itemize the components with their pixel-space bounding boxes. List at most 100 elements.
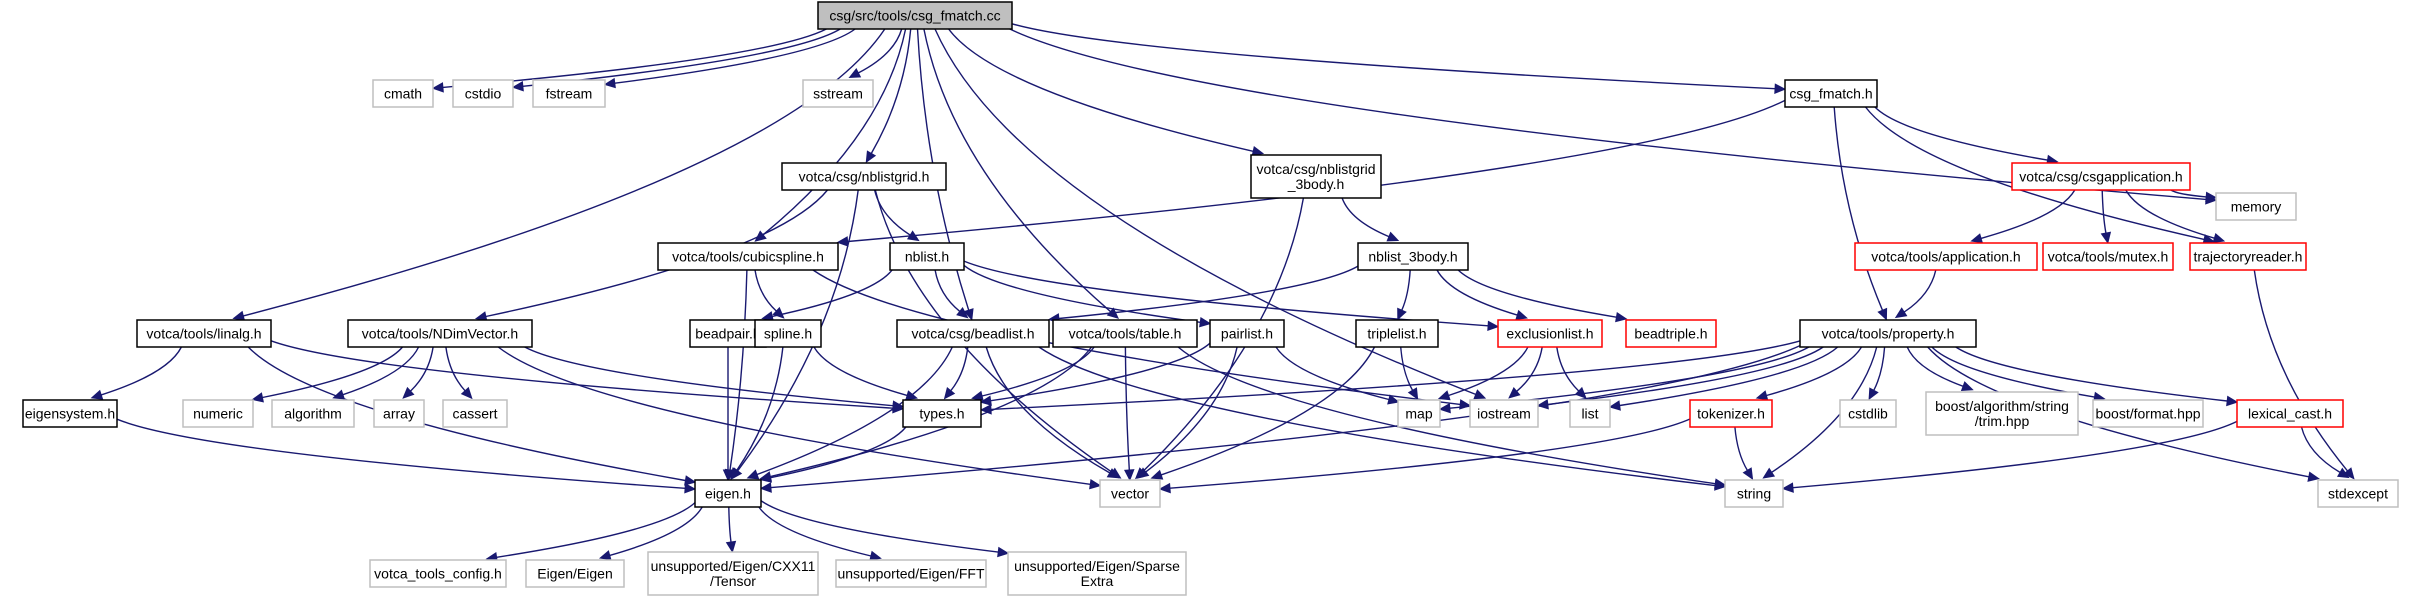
node-map: map [1397,399,1441,428]
arrowhead-csgapp-to-memory [2205,191,2218,203]
arrowhead-property-to-stdexcept [2307,471,2320,482]
edge-root-to-fstream [614,28,856,84]
arrowhead-nblistgrid-to-nblist [906,230,920,242]
node-box-mutex [2042,242,2174,271]
arrowhead-table-to-string [1714,478,1727,489]
arrowhead-root-to-nblistgrid [865,150,877,164]
node-nblistgrid[interactable]: votca/csg/nblistgrid.h [781,162,947,191]
node-csgapp[interactable]: votca/csg/csgapplication.h [2011,162,2191,191]
arrowhead-pairlist-to-types [979,395,992,406]
node-label-pairlist: pairlist.h [1221,326,1273,342]
node-sstream: sstream [802,79,874,108]
node-cubicspline[interactable]: votca/tools/cubicspline.h [657,242,839,271]
node-csg_fmatch_h[interactable]: csg_fmatch.h [1784,79,1878,108]
node-tokenizer[interactable]: tokenizer.h [1689,399,1773,428]
node-box-sstream [802,79,874,108]
node-box-nblistgrid3 [1250,154,1382,199]
node-toolsapp[interactable]: votca/tools/application.h [1854,242,2038,271]
edge-csg_fmatch_h-to-cubicspline [847,99,1786,243]
node-beadtriple[interactable]: beadtriple.h [1625,319,1717,348]
node-lexical[interactable]: lexical_cast.h [2236,399,2344,428]
edge-eigen-to-eigeneigen [609,506,703,557]
arrowhead-csg_fmatch_h-to-cubicspline [836,236,849,247]
edge-nblist3body-to-beadlist [1058,265,1359,320]
node-exclusion[interactable]: exclusionlist.h [1497,319,1603,348]
edge-csg_fmatch_h-to-trajreader [1864,106,2205,241]
node-label-property: votca/tools/property.h [1822,326,1955,342]
edge-root-to-memory [1009,28,2207,201]
arrowhead-eigen-to-sparseextra [997,546,1010,558]
arrowhead-eigen-to-tensor [725,540,737,554]
edge-triplelist-to-map [1400,346,1414,391]
node-label-fstream: fstream [546,86,593,102]
node-table[interactable]: votca/tools/table.h [1052,319,1198,348]
edge-nblist-to-exclusion [963,260,1489,327]
arrowhead-root-to-linalg [232,310,246,321]
edge-root-to-csg_fmatch_h [1011,23,1776,90]
node-label-tensor: unsupported/Eigen/CXX11 [651,558,816,574]
edge-beadlist-to-vector [985,346,1111,474]
edge-toolsapp-to-property [1903,269,1937,313]
edge-spline-to-types [813,346,908,397]
node-array: array [373,399,425,428]
node-nblist3body[interactable]: nblist_3body.h [1357,242,1469,271]
edge-csgapp-to-mutex [2101,189,2107,234]
edge-property-to-cstdlib [1873,346,1886,391]
node-label-csgapp: votca/csg/csgapplication.h [2019,169,2182,185]
node-box-cubicspline [657,242,839,271]
node-nblistgrid3[interactable]: votca/csg/nblistgrid_3body.h [1250,154,1382,199]
node-pairlist[interactable]: pairlist.h [1209,319,1285,348]
arrowhead-lexical-to-string [1781,482,1794,493]
arrowhead-ndim-to-algorithm [332,389,346,400]
edge-root-to-linalg [243,28,886,317]
edge-nblist-to-pairlist [963,264,1201,323]
arrowhead-root-to-beadlist [963,308,974,321]
node-beadlist[interactable]: votca/csg/beadlist.h [896,319,1050,348]
arrowhead-property-to-tokenizer [1755,390,1769,401]
node-property[interactable]: votca/tools/property.h [1799,319,1977,348]
node-label-boosttrim: boost/algorithm/string [1935,398,2069,414]
node-eigeneigen: Eigen/Eigen [525,559,625,588]
edge-cubicspline-to-spline [754,269,777,312]
node-trajreader[interactable]: trajectoryreader.h [2189,242,2307,271]
edge-nblist3body-to-triplelist [1401,269,1411,311]
node-box-nblist3body [1357,242,1469,271]
arrowhead-nblist3body-to-beadtriple [1615,311,1628,323]
node-linalg[interactable]: votca/tools/linalg.h [136,319,272,348]
node-label-boosttrim: /trim.hpp [1975,413,2030,429]
arrowhead-exclusion-to-map [1437,390,1451,401]
node-beadpair[interactable]: beadpair.h [689,319,767,348]
node-types[interactable]: types.h [902,399,982,428]
node-triplelist[interactable]: triplelist.h [1355,319,1439,348]
arrowhead-cubicspline-to-spline [772,306,785,319]
arrowhead-root-to-iostream [1473,389,1487,400]
edge-table-to-vector [1124,346,1130,471]
edge-csgapp-to-trajreader [2125,189,2215,239]
edge-tokenizer-to-string [1734,426,1748,471]
edge-ndim-to-vector [497,346,1091,485]
arrowhead-property-to-boosttrim [1960,381,1974,392]
node-box-stdexcept [2317,479,2399,508]
node-box-iostream [1469,399,1539,428]
edge-csg_fmatch_h-to-csgapp [1874,106,2048,161]
edge-nblist3body-to-beadtriple [1457,269,1617,318]
node-ndim[interactable]: votca/tools/NDimVector.h [347,319,533,348]
node-nblist[interactable]: nblist.h [889,242,965,271]
node-box-nblistgrid [781,162,947,191]
node-label-cassert: cassert [452,406,497,422]
node-boosttrim: boost/algorithm/string/trim.hpp [1925,391,2079,436]
node-label-array: array [383,406,415,422]
edge-spline-to-eigen [736,346,784,471]
edge-property-to-list [1619,346,1839,407]
node-label-nblist3body: nblist_3body.h [1368,249,1457,265]
arrowhead-csgapp-to-toolsapp [1970,233,1983,244]
arrowhead-csgapp-to-mutex [2100,231,2112,245]
node-spline[interactable]: spline.h [754,319,822,348]
node-eigen[interactable]: eigen.h [694,479,762,508]
node-mutex[interactable]: votca/tools/mutex.h [2042,242,2174,271]
node-root[interactable]: csg/src/tools/csg_fmatch.cc [817,1,1013,30]
arrowhead-spline-to-eigen [730,467,742,480]
edge-property-to-boostformat [1931,346,2095,398]
node-eigensystem[interactable]: eigensystem.h [22,399,118,428]
node-label-nblistgrid: votca/csg/nblistgrid.h [799,169,930,185]
